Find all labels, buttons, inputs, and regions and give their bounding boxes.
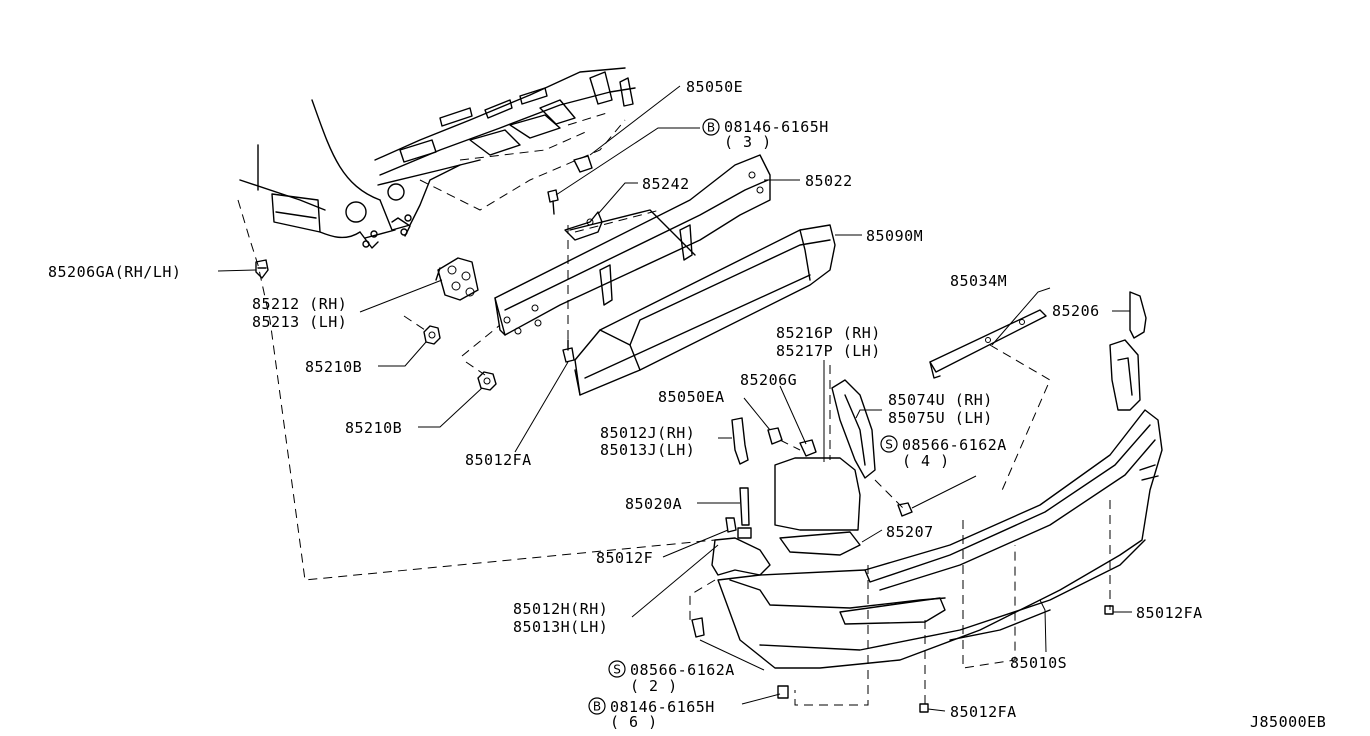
- label-08146-6165H-bottom: 08146-6165H: [610, 698, 715, 716]
- bracket-85242: [564, 211, 603, 241]
- label-85010S: 85010S: [1010, 654, 1067, 672]
- bolt-08146-6165H-top: [547, 189, 559, 215]
- label-85242: 85242: [642, 175, 690, 193]
- screw-symbol-bottom: S: [608, 660, 626, 678]
- part-labels: 85050E 08146-6165H ( 3 ) 85242 85022 850…: [48, 78, 1326, 731]
- label-85217P: 85217P (LH): [776, 342, 881, 360]
- label-85012FA-bottom: 85012FA: [950, 703, 1017, 721]
- side-bracket-85212: [435, 257, 479, 301]
- bolt-symbol-glyph: B: [593, 700, 601, 714]
- label-qty-3: ( 3 ): [724, 133, 772, 151]
- clip-85012FA-left: [562, 339, 575, 363]
- clip-85012FA-right: [1104, 605, 1114, 615]
- clip-85206G: [799, 439, 817, 457]
- rail-85034M: [929, 309, 1047, 379]
- label-85206GA: 85206GA(RH/LH): [48, 263, 181, 281]
- vehicle-rear-body: [239, 67, 636, 249]
- label-qty-2: ( 2 ): [630, 677, 678, 695]
- label-85013H: 85013H(LH): [513, 618, 608, 636]
- assembly-dashed-lines: [237, 199, 1111, 706]
- label-85210B-lower: 85210B: [345, 419, 402, 437]
- label-85022: 85022: [805, 172, 853, 190]
- screw-symbol-glyph: S: [885, 438, 893, 452]
- label-85090M: 85090M: [866, 227, 923, 245]
- bracket-85207: [779, 531, 861, 556]
- bolt-symbol-glyph: B: [707, 121, 715, 135]
- label-85212: 85212 (RH): [252, 295, 347, 313]
- bracket-85206: [1109, 291, 1147, 411]
- label-85012J: 85012J(RH): [600, 424, 695, 442]
- screw-symbol-right: S: [880, 435, 898, 453]
- screw-08566-6162A-bottom: [691, 617, 705, 638]
- label-85075U: 85075U (LH): [888, 409, 993, 427]
- screw-08566-6162A-right: [897, 502, 913, 517]
- label-85074U: 85074U (RH): [888, 391, 993, 409]
- label-qty-4: ( 4 ): [902, 452, 950, 470]
- screw-symbol-glyph: S: [613, 663, 621, 677]
- mudguard-85216P: [774, 457, 861, 531]
- bumper-reinforcement-85022: [494, 154, 771, 336]
- bolt-85020A: [737, 487, 752, 539]
- label-85216P: 85216P (RH): [776, 324, 881, 342]
- label-85206G: 85206G: [740, 371, 797, 389]
- leader-lines: [217, 85, 1132, 712]
- label-85013J: 85013J(LH): [600, 441, 695, 459]
- label-08566-6162A-bottom: 08566-6162A: [630, 661, 735, 679]
- label-85020A: 85020A: [625, 495, 682, 513]
- label-85207: 85207: [886, 523, 934, 541]
- bracket-85012H: [711, 537, 771, 576]
- bolt-08146-6165H-bottom: [777, 685, 789, 699]
- label-85012FA-left: 85012FA: [465, 451, 532, 469]
- label-85012FA-right: 85012FA: [1136, 604, 1203, 622]
- nut-85210B-lower: [477, 371, 497, 391]
- label-85012H: 85012H(RH): [513, 600, 608, 618]
- clip-85050E: [573, 155, 593, 173]
- bracket-85012J: [731, 417, 749, 465]
- diagram-reference-code: J85000EB: [1250, 713, 1326, 731]
- label-85012F: 85012F: [596, 549, 653, 567]
- label-qty-6: ( 6 ): [610, 713, 658, 731]
- clip-85012FA-bottom: [919, 703, 929, 713]
- label-85213: 85213 (LH): [252, 313, 347, 331]
- energy-absorber-85090M: [574, 224, 836, 396]
- label-85050EA: 85050EA: [658, 388, 725, 406]
- label-85050E: 85050E: [686, 78, 743, 96]
- clip-85012F: [725, 517, 737, 533]
- label-85210B-upper: 85210B: [305, 358, 362, 376]
- label-08146-6165H-top: 08146-6165H: [724, 118, 829, 136]
- bolt-symbol-top: B: [702, 118, 720, 136]
- label-85206: 85206: [1052, 302, 1100, 320]
- label-85034M: 85034M: [950, 272, 1007, 290]
- bracket-85074U: [831, 379, 876, 479]
- clip-85206GA: [255, 259, 269, 279]
- bumper-fascia-85010S: [717, 409, 1163, 669]
- label-08566-6162A-right: 08566-6162A: [902, 436, 1007, 454]
- clip-85050EA: [767, 427, 783, 445]
- nut-85210B-upper: [423, 325, 441, 345]
- bolt-symbol-bottom: B: [588, 697, 606, 715]
